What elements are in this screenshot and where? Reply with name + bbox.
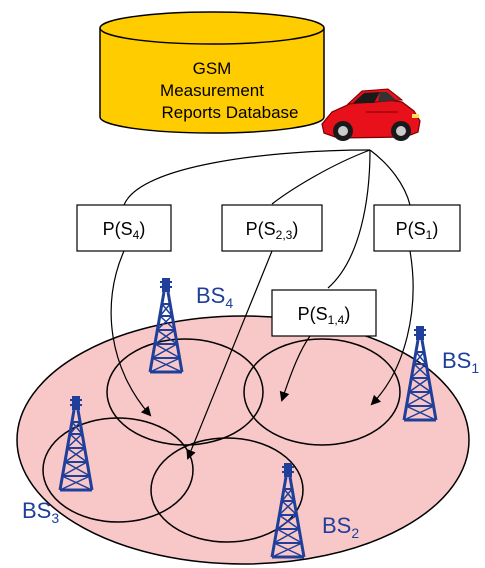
bs-label-prefix: BS xyxy=(322,513,351,538)
prob-label-suffix: ) xyxy=(139,219,145,239)
prob-label-prefix: P(S xyxy=(103,219,133,239)
bs-label-1: BS1 xyxy=(442,348,479,376)
coverage-area xyxy=(16,315,470,565)
prob-label-suffix: ) xyxy=(292,219,298,239)
cell-bs2 xyxy=(150,437,304,543)
bs-label-4: BS4 xyxy=(196,283,233,311)
prob-box-s23: P(S2,3) xyxy=(221,204,323,252)
arrow-ps14 xyxy=(279,335,311,402)
bs-label-sub: 3 xyxy=(51,510,59,526)
cell-bs3 xyxy=(42,417,194,523)
database-label-line1: GSM xyxy=(193,59,232,78)
svg-text:P(S1,4): P(S1,4) xyxy=(298,304,351,327)
curve-to-ps4 xyxy=(123,149,371,206)
prob-label-prefix: P(S xyxy=(246,219,276,239)
curve-to-ps14 xyxy=(327,149,371,289)
prob-box-s14: P(S1,4) xyxy=(271,289,377,337)
svg-text:P(S2,3): P(S2,3) xyxy=(246,219,299,242)
curve-to-ps1 xyxy=(369,149,411,206)
database-cylinder: GSM Measurement Reports Database xyxy=(99,11,325,134)
prob-box-s1: P(S1) xyxy=(373,204,461,252)
bs-label-sub: 4 xyxy=(225,295,233,311)
prob-label-prefix: P(S xyxy=(298,304,328,324)
bs-label-sub: 2 xyxy=(351,525,359,541)
svg-text:P(S4): P(S4) xyxy=(103,219,146,242)
prob-label-sub: 4 xyxy=(133,228,140,242)
prob-label-suffix: ) xyxy=(432,219,438,239)
bs-label-3: BS3 xyxy=(22,498,59,526)
arrow-lines xyxy=(110,250,414,460)
arrow-ps1 xyxy=(370,250,414,406)
connector-lines xyxy=(123,149,411,289)
cell-bs4 xyxy=(106,338,264,446)
prob-label-sub: 1,4 xyxy=(328,313,345,327)
bs-label-2: BS2 xyxy=(322,513,359,541)
arrow-ps4 xyxy=(110,250,152,417)
prob-label-sub: 1 xyxy=(426,228,433,242)
cell-bs1 xyxy=(243,338,401,446)
prob-label-prefix: P(S xyxy=(396,219,426,239)
car-icon xyxy=(321,88,421,141)
database-label-line2: Measurement xyxy=(160,81,264,100)
prob-label-suffix: ) xyxy=(344,304,350,324)
curve-to-ps23 xyxy=(271,149,371,205)
bs-label-prefix: BS xyxy=(22,498,51,523)
bs-label-sub: 1 xyxy=(471,360,479,376)
database-label-line3: Reports Database xyxy=(161,103,298,122)
prob-label-sub: 2,3 xyxy=(276,228,293,242)
bs-label-prefix: BS xyxy=(196,283,225,308)
svg-text:P(S1): P(S1) xyxy=(396,219,439,242)
prob-box-s4: P(S4) xyxy=(76,204,172,252)
bs-label-prefix: BS xyxy=(442,348,471,373)
arrow-ps23 xyxy=(186,250,273,460)
